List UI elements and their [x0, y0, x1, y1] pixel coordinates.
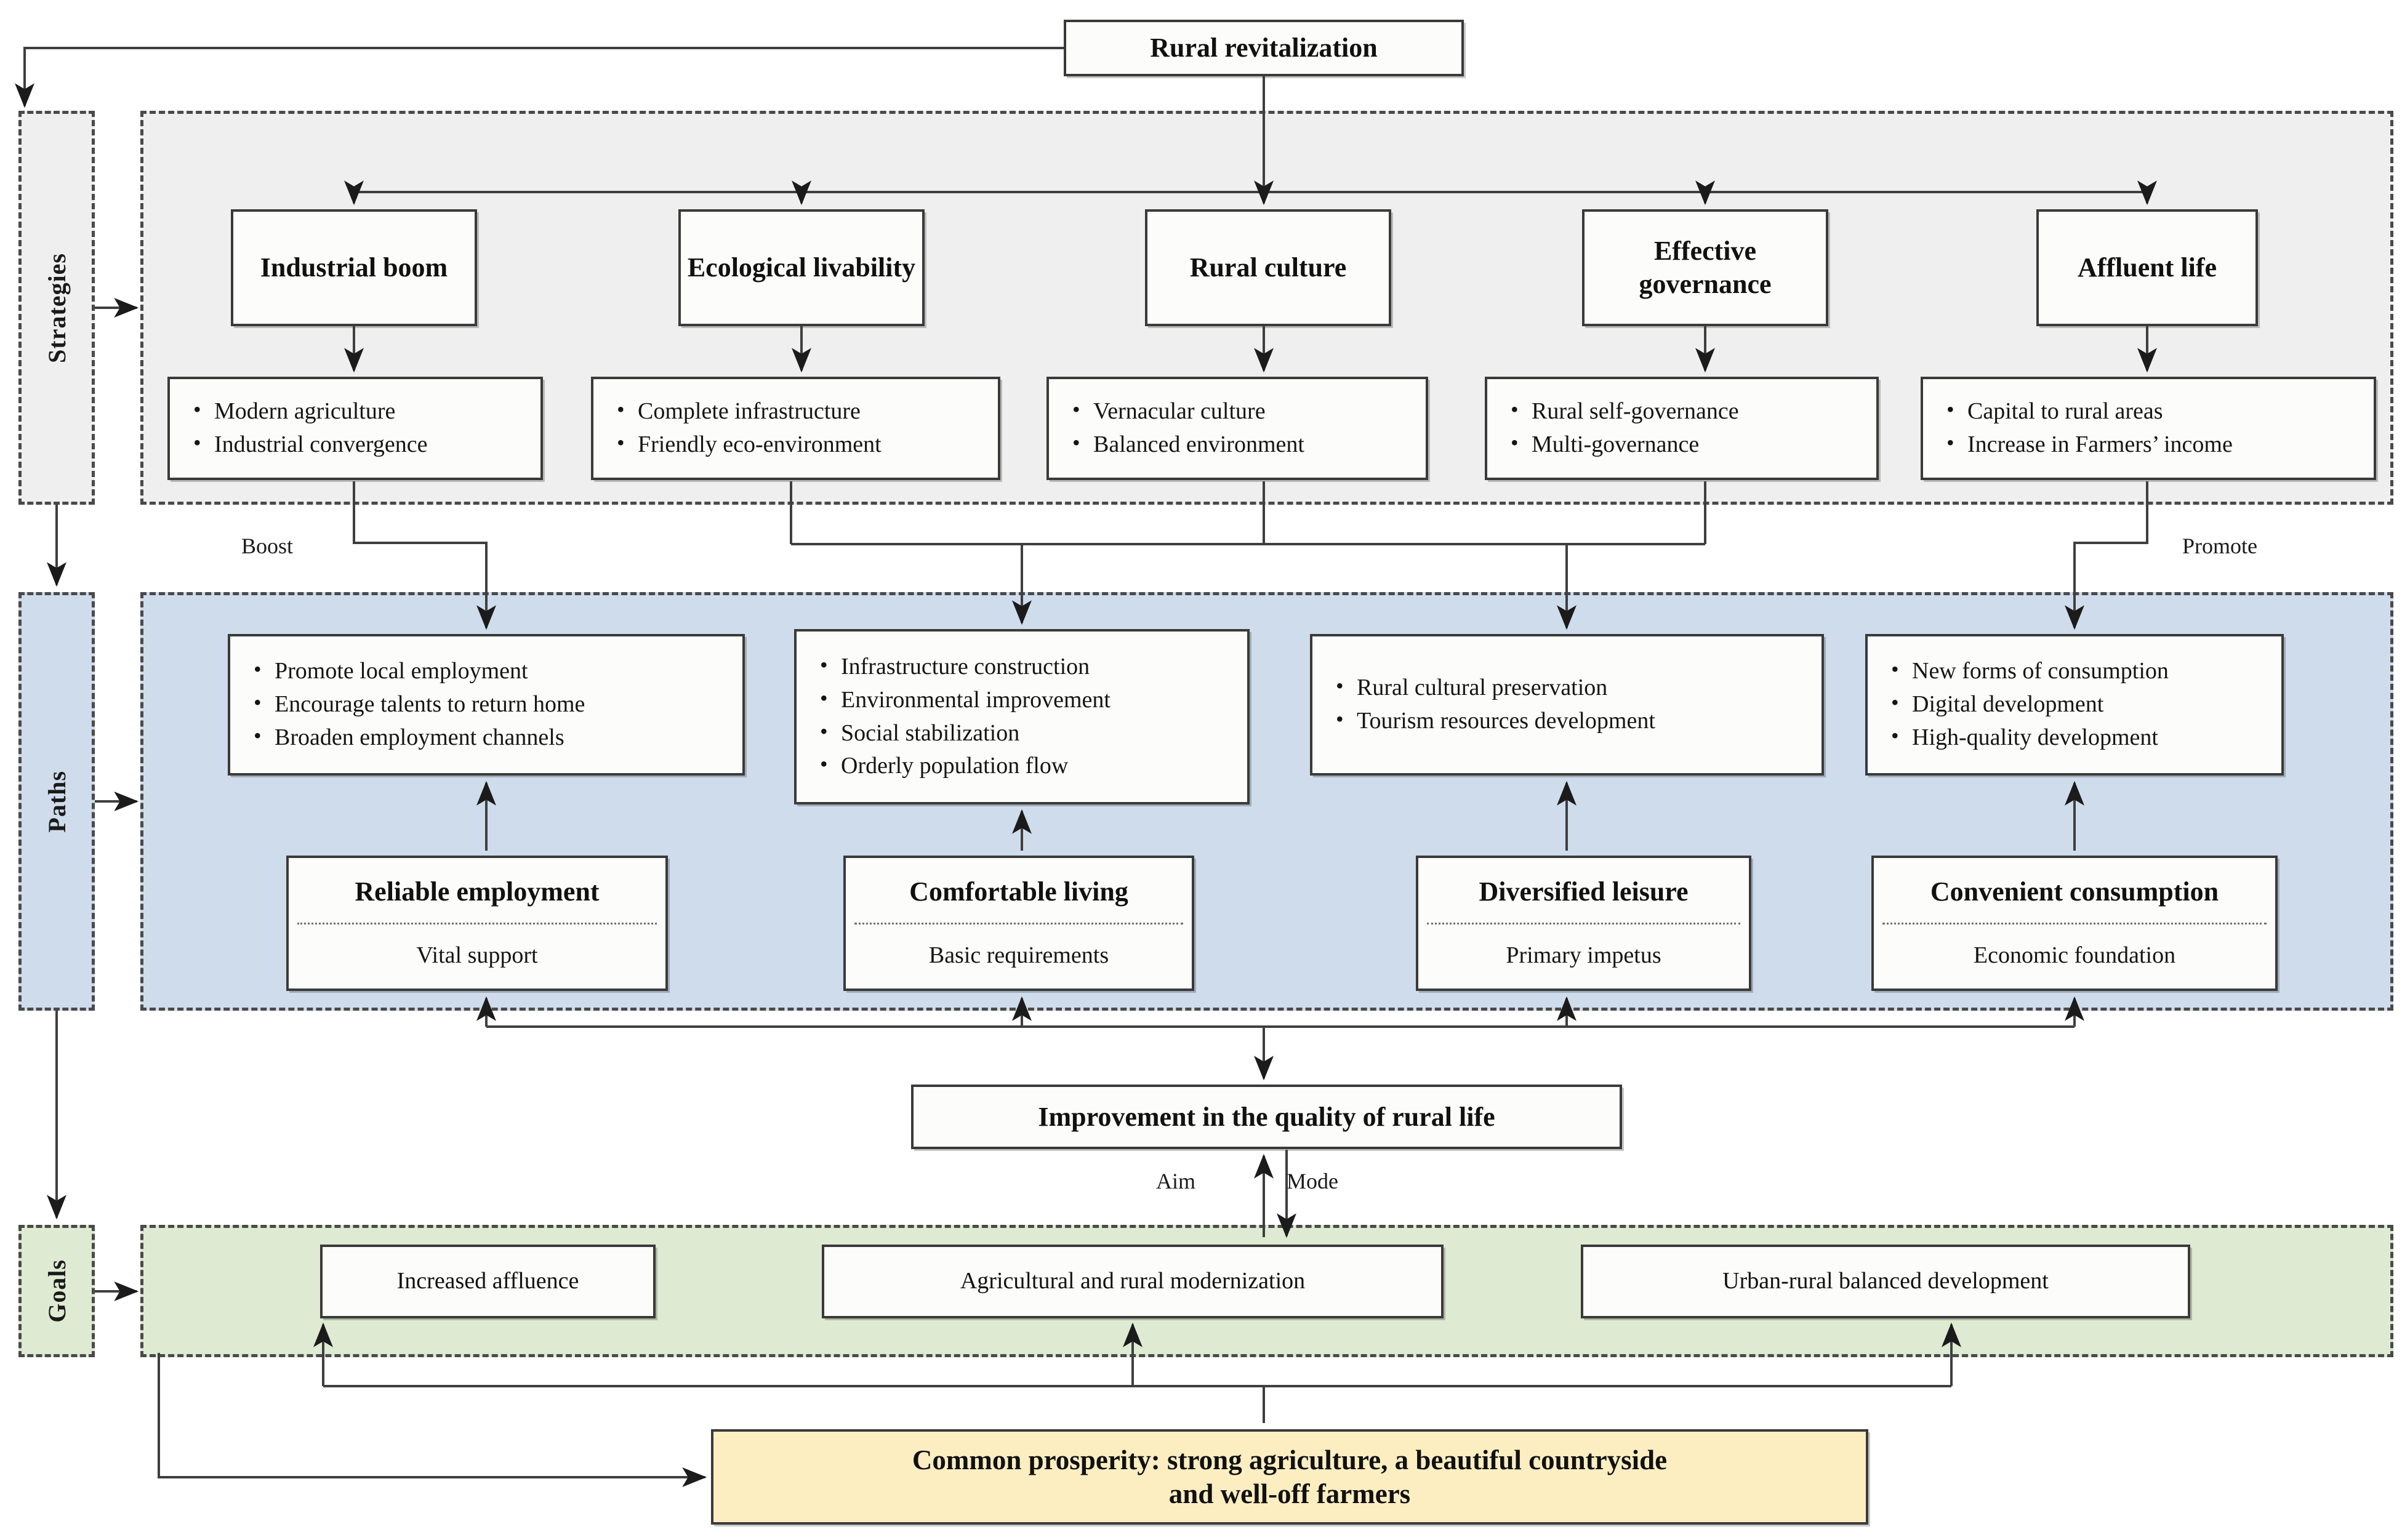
side-label-goals-text: Goals [42, 1259, 71, 1323]
node-goal-agricultural-modernization[interactable]: Agricultural and rural modernization [822, 1245, 1444, 1318]
side-label-goals: Goals [18, 1225, 95, 1357]
list-item: Orderly population flow [815, 748, 1236, 783]
list-item: Balanced environment [1067, 427, 1415, 462]
node-strategy-effective-governance-label: Effective governance [1639, 236, 1772, 299]
path-items-list: Infrastructure construction Environmenta… [815, 649, 1236, 784]
strategy-items-list: Vernacular culture Balanced environment [1067, 394, 1415, 462]
node-goal-increased-affluence[interactable]: Increased affluence [320, 1245, 656, 1318]
list-item: Environmental improvement [815, 683, 1236, 717]
node-card-convenient-consumption[interactable]: Convenient consumption Economic foundati… [1871, 856, 2278, 991]
node-goal-increased-affluence-label: Increased affluence [396, 1268, 579, 1294]
list-item: Complete infrastructure [612, 394, 987, 428]
list-item: Promote local employment [249, 654, 731, 688]
edge-label-aim: Aim [1156, 1169, 1196, 1193]
node-card-comfortable-living[interactable]: Comfortable living Basic requirements [843, 856, 1194, 991]
side-label-strategies-text: Strategies [42, 252, 71, 363]
list-item: Multi-governance [1506, 427, 1865, 462]
node-common-prosperity-line1: Common prosperity: strong agriculture, a… [912, 1444, 1668, 1475]
node-strategy-affluent-life[interactable]: Affluent life [2036, 209, 2258, 326]
node-strategy-effective-governance[interactable]: Effective governance [1582, 209, 1828, 326]
list-item: Industrial convergence [188, 427, 529, 462]
side-label-paths-text: Paths [42, 770, 71, 833]
card-divider [297, 922, 657, 924]
side-label-strategies: Strategies [18, 111, 95, 505]
list-item: High-quality development [1886, 720, 2270, 755]
node-common-prosperity-line2: and well-off farmers [1168, 1478, 1411, 1509]
list-item: Digital development [1886, 687, 2270, 721]
node-strategy-items-ecological-livability[interactable]: Complete infrastructure Friendly eco-env… [591, 377, 1000, 480]
list-item: Modern agriculture [188, 394, 529, 428]
card-title: Reliable employment [355, 876, 600, 907]
card-subtitle: Primary impetus [1506, 942, 1661, 968]
path-items-list: Promote local employment Encourage talen… [249, 654, 731, 755]
card-subtitle: Basic requirements [928, 942, 1109, 968]
strategy-items-list: Rural self-governance Multi-governance [1506, 394, 1865, 462]
node-goal-agricultural-modernization-label: Agricultural and rural modernization [960, 1268, 1306, 1294]
node-goal-urban-rural-balanced[interactable]: Urban-rural balanced development [1581, 1245, 2190, 1318]
node-strategy-industrial-boom[interactable]: Industrial boom [231, 209, 477, 326]
path-items-list: Rural cultural preservation Tourism reso… [1331, 670, 1810, 738]
strategy-items-list: Complete infrastructure Friendly eco-env… [612, 394, 987, 462]
edge-label-mode: Mode [1287, 1169, 1338, 1193]
list-item: Tourism resources development [1331, 704, 1810, 738]
list-item: Rural self-governance [1506, 394, 1865, 428]
list-item: Vernacular culture [1067, 394, 1415, 428]
node-strategy-ecological-livability-label: Ecological livability [687, 252, 916, 283]
node-card-diversified-leisure[interactable]: Diversified leisure Primary impetus [1416, 856, 1751, 991]
node-quality-of-rural-life-label: Improvement in the quality of rural life [1038, 1101, 1495, 1132]
node-path-items-convenient-consumption[interactable]: New forms of consumption Digital develop… [1865, 634, 2284, 776]
card-subtitle: Vital support [416, 942, 538, 968]
node-rural-revitalization[interactable]: Rural revitalization [1064, 20, 1464, 76]
node-strategy-ecological-livability[interactable]: Ecological livability [678, 209, 925, 326]
node-quality-of-rural-life[interactable]: Improvement in the quality of rural life [911, 1085, 1622, 1149]
node-strategy-items-affluent-life[interactable]: Capital to rural areas Increase in Farme… [1921, 377, 2376, 480]
node-strategy-items-effective-governance[interactable]: Rural self-governance Multi-governance [1485, 377, 1879, 480]
node-strategy-items-rural-culture[interactable]: Vernacular culture Balanced environment [1046, 377, 1428, 480]
node-common-prosperity[interactable]: Common prosperity: strong agriculture, a… [711, 1429, 1868, 1525]
card-divider [1427, 922, 1740, 924]
edge-label-boost: Boost [241, 534, 294, 558]
edge-label-promote: Promote [2182, 534, 2257, 558]
list-item: Increase in Farmers’ income [1942, 427, 2363, 462]
card-title: Diversified leisure [1479, 876, 1689, 907]
list-item: Encourage talents to return home [249, 687, 731, 721]
card-title: Convenient consumption [1930, 876, 2219, 907]
strategy-items-list: Capital to rural areas Increase in Farme… [1942, 394, 2363, 462]
node-goal-urban-rural-balanced-label: Urban-rural balanced development [1722, 1268, 2049, 1294]
node-path-items-comfortable-living[interactable]: Infrastructure construction Environmenta… [794, 629, 1250, 804]
list-item: Infrastructure construction [815, 649, 1236, 684]
card-title: Comfortable living [909, 876, 1128, 907]
list-item: Social stabilization [815, 716, 1236, 750]
card-divider [1882, 922, 2267, 924]
node-path-items-reliable-employment[interactable]: Promote local employment Encourage talen… [228, 634, 745, 776]
node-strategy-rural-culture[interactable]: Rural culture [1145, 209, 1391, 326]
node-strategy-rural-culture-label: Rural culture [1189, 252, 1347, 283]
list-item: Capital to rural areas [1942, 394, 2363, 428]
list-item: Rural cultural preservation [1331, 670, 1810, 705]
list-item: Friendly eco-environment [612, 427, 987, 462]
side-label-paths: Paths [18, 592, 95, 1011]
node-strategy-affluent-life-label: Affluent life [2077, 252, 2217, 283]
strategy-items-list: Modern agriculture Industrial convergenc… [188, 394, 529, 462]
node-path-items-diversified-leisure[interactable]: Rural cultural preservation Tourism reso… [1310, 634, 1824, 776]
card-subtitle: Economic foundation [1973, 942, 2176, 968]
card-divider [854, 922, 1183, 924]
node-strategy-items-industrial-boom[interactable]: Modern agriculture Industrial convergenc… [167, 377, 543, 480]
path-items-list: New forms of consumption Digital develop… [1886, 654, 2270, 755]
list-item: New forms of consumption [1886, 654, 2270, 688]
list-item: Broaden employment channels [249, 720, 731, 755]
node-strategy-industrial-boom-label: Industrial boom [260, 252, 448, 283]
node-rural-revitalization-label: Rural revitalization [1150, 33, 1378, 63]
node-card-reliable-employment[interactable]: Reliable employment Vital support [286, 856, 668, 991]
